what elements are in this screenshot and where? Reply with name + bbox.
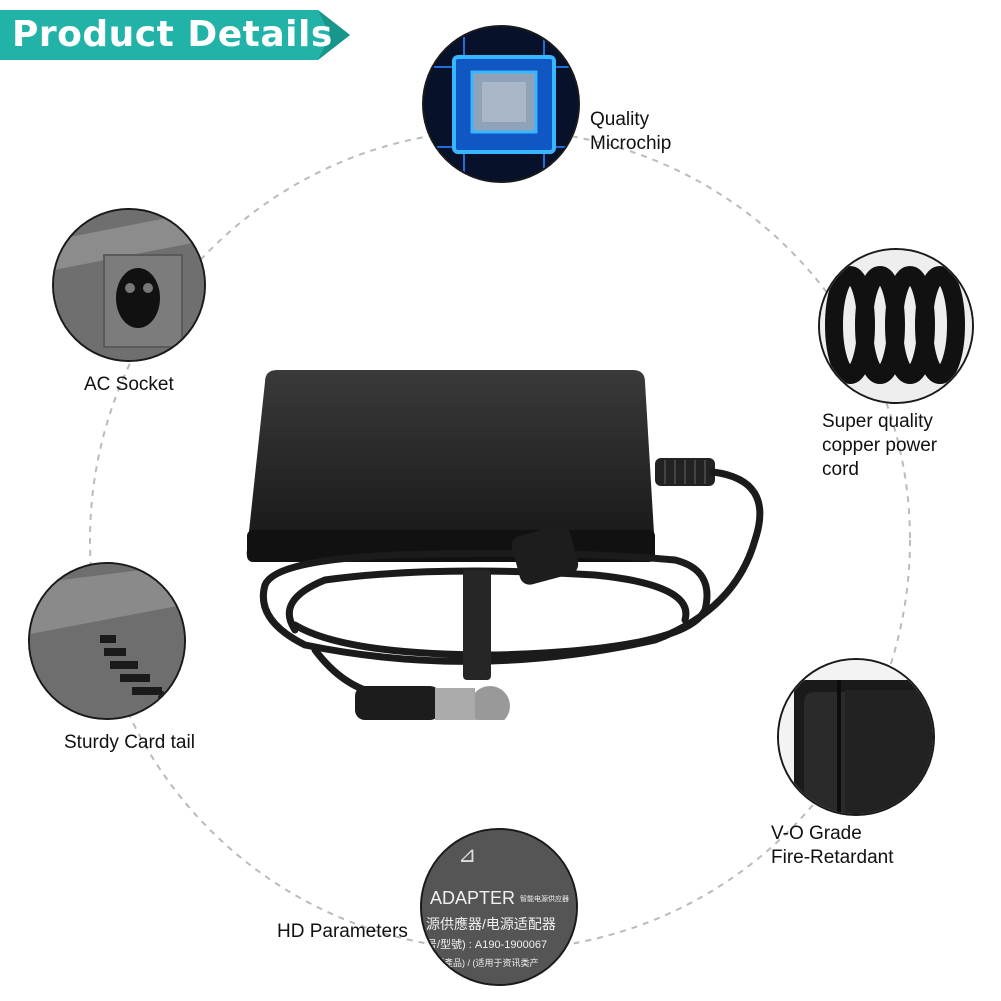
cable-tail-thumbnail (28, 562, 186, 720)
label-plate-line2: 号/型號) : A190-1900067 (426, 939, 548, 951)
cable-tail-icon (30, 564, 184, 718)
casing-corner-thumbnail (777, 658, 935, 816)
casing-corner-icon (779, 660, 933, 814)
banner-title: Product Details (12, 14, 333, 55)
feature-label-fire-retardant: V-O Grade Fire-Retardant (771, 823, 894, 868)
product-details-banner: Product Details (0, 10, 350, 60)
coiled-cord-thumbnail (818, 248, 974, 404)
feature-label-cable-tail: Sturdy Card tail (64, 732, 195, 753)
feature-label-microchip: Quality Microchip (590, 109, 672, 154)
label-plate-brand: ADAPTER (430, 888, 516, 908)
microchip-icon (424, 27, 578, 181)
feature-label-ac-socket: AC Socket (84, 374, 174, 395)
ac-socket-icon (54, 210, 204, 360)
label-plate-small: 智能电源供应器 (520, 896, 569, 903)
svg-text:⊿: ⊿ (458, 843, 476, 868)
ac-socket-thumbnail (52, 208, 206, 362)
banner-shape (0, 10, 350, 60)
feature-label-copper-cord: Super quality copper power cord (822, 411, 938, 480)
microchip-thumbnail (422, 25, 580, 183)
label-plate-line3: 讯類產品) / (适用于资讯类产 (426, 958, 539, 968)
coiled-cord-icon (820, 250, 972, 402)
label-plate-icon: ⊿ (422, 830, 576, 984)
feature-label-hd-parameters: HD Parameters (277, 921, 408, 942)
power-adapter-image (246, 370, 764, 720)
label-plate-line1: 源供應器/电源适配器 (426, 916, 556, 932)
label-plate-thumbnail: ⊿ ADAPTER 智能电源供应器 源供應器/电源适配器 号/型號) : A19… (420, 828, 578, 986)
